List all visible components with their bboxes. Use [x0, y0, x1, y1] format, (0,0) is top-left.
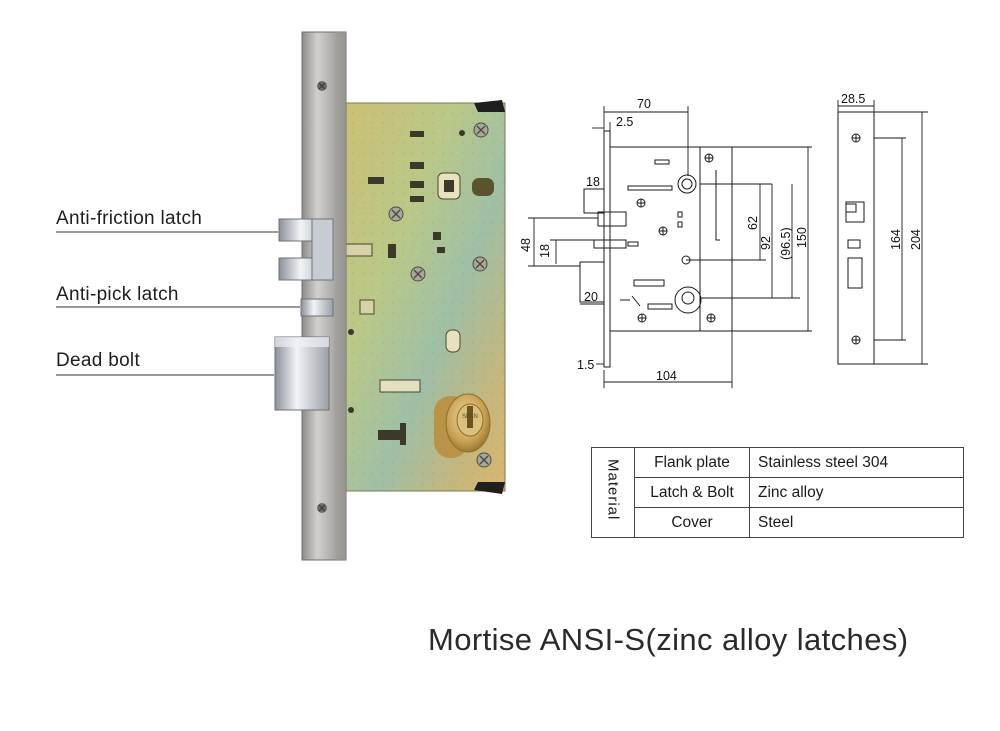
dim-48: 48: [519, 238, 533, 252]
dim-104: 104: [656, 369, 677, 383]
side-view-screws: [636, 153, 716, 323]
dim-28-5: 28.5: [841, 92, 865, 106]
part-cell: Latch & Bolt: [634, 477, 750, 508]
anti-friction-latch-part: [278, 218, 334, 281]
dim-70: 70: [637, 97, 651, 111]
anti-pick-latch-part: [300, 298, 334, 317]
materials-table: Material Flank plate Stainless steel 304…: [591, 447, 964, 538]
side-view-dimensions: [528, 106, 812, 388]
dim-18-top: 18: [586, 175, 600, 189]
materials-header: Material: [604, 459, 622, 521]
product-title: Mortise ANSI-S(zinc alloy latches): [428, 622, 909, 657]
dim-92: 92: [759, 236, 773, 250]
front-view-outline: [837, 111, 875, 365]
part-cell: Cover: [634, 507, 750, 538]
table-row: Latch & Bolt Zinc alloy: [592, 477, 964, 508]
dim-62: 62: [746, 216, 760, 230]
table-row: Cover Steel: [592, 507, 964, 538]
face-plate: [301, 31, 347, 561]
dim-204: 204: [909, 229, 923, 250]
label-anti-friction-latch: Anti-friction latch: [56, 208, 203, 229]
side-view-outline: [579, 130, 733, 368]
cylinder-mark: SPAN: [462, 414, 478, 420]
dim-20: 20: [584, 290, 598, 304]
dim-96-5: (96.5): [779, 227, 793, 260]
label-anti-pick-latch: Anti-pick latch: [56, 284, 179, 305]
spec-cell: Zinc alloy: [749, 477, 964, 508]
spec-cell: Steel: [749, 507, 964, 538]
spec-cell: Stainless steel 304: [749, 447, 964, 478]
dim-2-5: 2.5: [616, 115, 633, 129]
front-view-dimensions: [837, 100, 928, 365]
lock-case: [344, 100, 506, 494]
callout-leaders: [56, 231, 300, 376]
dead-bolt-part: [274, 336, 330, 411]
lock-cylinder: [434, 393, 491, 458]
part-cell: Flank plate: [634, 447, 750, 478]
dim-18-vertical: 18: [538, 244, 552, 258]
label-dead-bolt: Dead bolt: [56, 350, 141, 371]
dimension-labels: 70 2.5 18 48 18 20 1.5 104 62 92 (96.5) …: [519, 92, 923, 383]
table-row: Material Flank plate Stainless steel 304: [591, 447, 964, 538]
dim-164: 164: [889, 229, 903, 250]
dim-150: 150: [795, 227, 809, 248]
materials-header-cell: Material: [591, 447, 635, 538]
dim-1-5: 1.5: [577, 358, 594, 372]
